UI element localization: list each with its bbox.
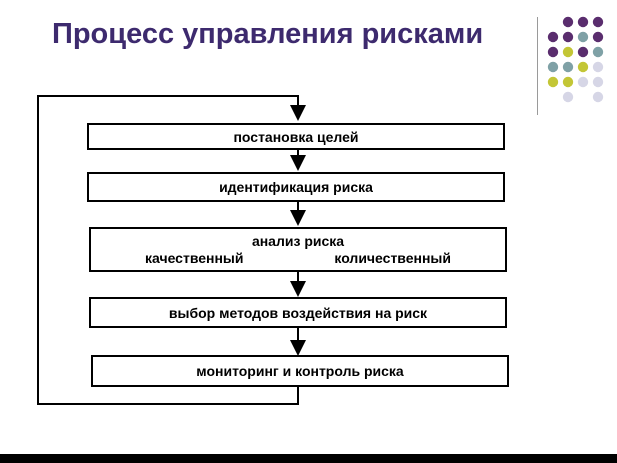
- analysis-types: качественный количественный: [145, 250, 451, 267]
- step-goal-setting: постановка целей: [87, 123, 505, 150]
- decorative-divider: [537, 17, 538, 115]
- step-label: анализ риска: [251, 232, 345, 249]
- step-method-selection: выбор методов воздействия на риск: [89, 297, 507, 328]
- analysis-quantitative: количественный: [334, 249, 451, 266]
- feedback-loop-line: [37, 95, 306, 405]
- step-label: мониторинг и контроль риска: [196, 363, 404, 379]
- step-label: идентификация риска: [219, 179, 373, 195]
- footer-bar: [0, 454, 617, 463]
- analysis-qualitative: качественный: [145, 249, 244, 266]
- step-risk-analysis: анализ риска качественный количественный: [89, 227, 507, 272]
- step-label: выбор методов воздействия на риск: [168, 304, 428, 321]
- slide-title: Процесс управления рисками: [52, 18, 484, 50]
- step-label: постановка целей: [233, 128, 359, 145]
- step-risk-identification: идентификация риска: [87, 172, 505, 202]
- step-monitoring-control: мониторинг и контроль риска: [91, 355, 509, 387]
